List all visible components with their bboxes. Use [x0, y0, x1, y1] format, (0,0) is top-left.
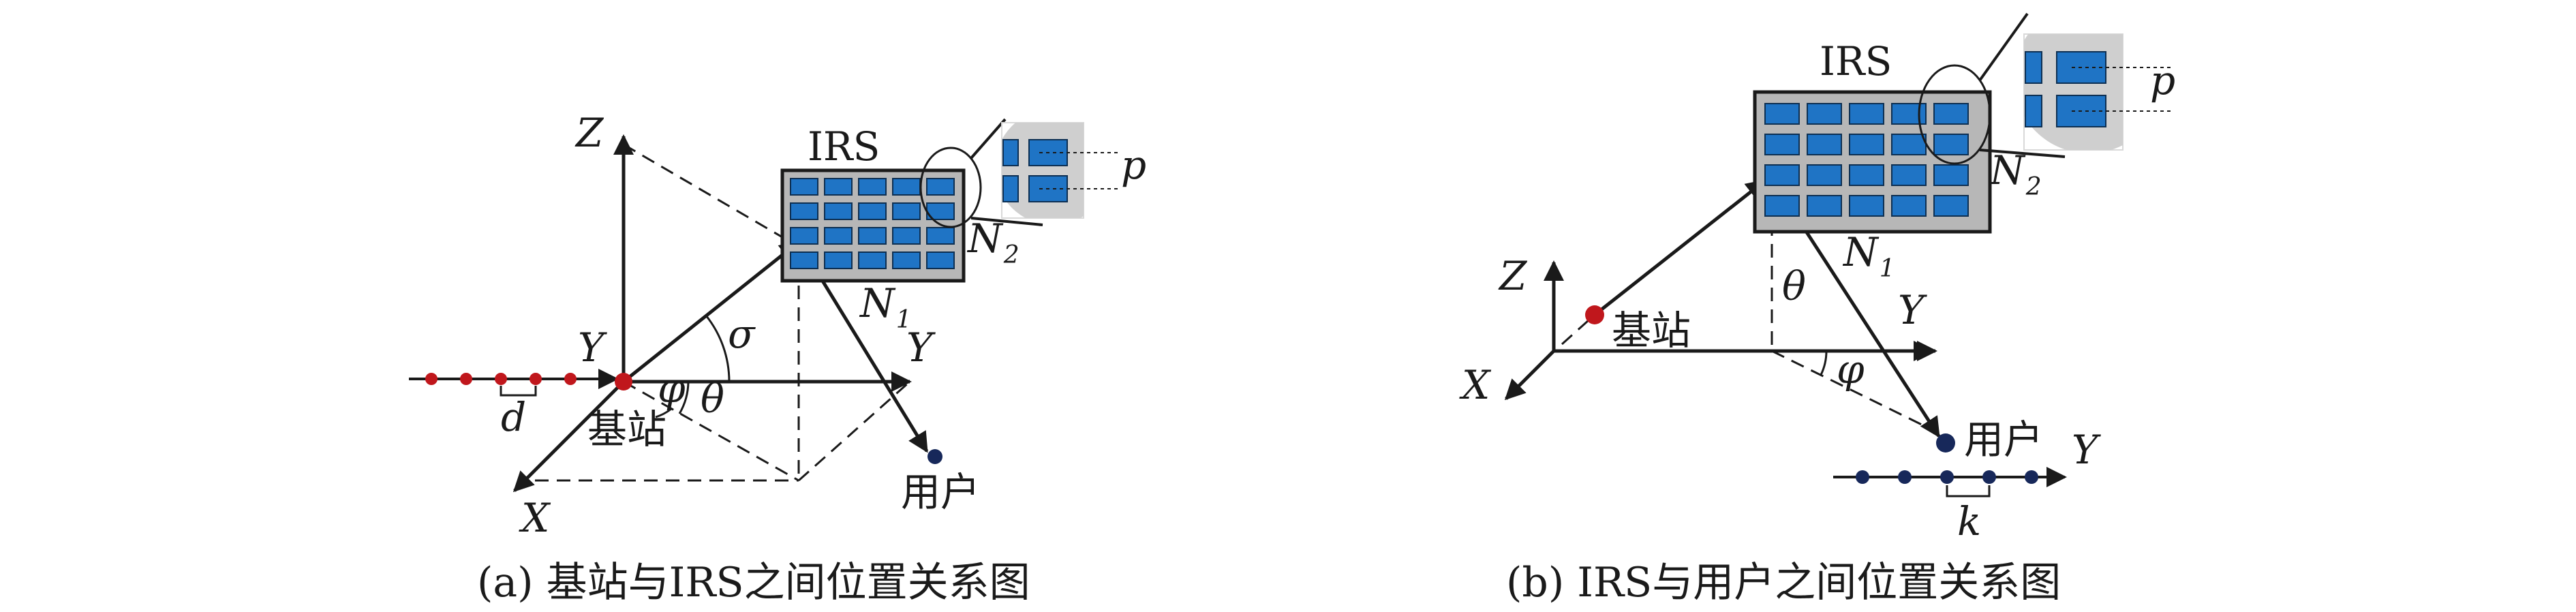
axis-x-line — [512, 380, 625, 493]
base-station-dot-b — [1585, 305, 1604, 324]
zoom-line-bottom-b — [1979, 149, 2066, 158]
panel-b: IRS N2 N1 p θ φ Z X Y Y 基站 用户 k (b) IRS与… — [1459, 12, 2175, 607]
phi-label-b: φ — [1837, 346, 1865, 393]
user-label-a: 用户 — [901, 469, 980, 515]
irs-label-a: IRS — [808, 123, 880, 170]
phi-arc-a — [655, 408, 672, 418]
zoom-line-top-b — [1978, 12, 2029, 82]
zoom-ellipse-a — [919, 147, 982, 228]
antenna-elements — [425, 373, 577, 385]
axis-z-label-b: Z — [1498, 253, 1528, 299]
user-antenna-elements — [1856, 470, 2038, 484]
user-label-b: 用户 — [1964, 416, 2043, 463]
incident-ray-a — [622, 241, 801, 383]
n2-label-a: N2 — [966, 215, 1019, 269]
p-label-b: p — [2150, 57, 2175, 104]
caption-a: (a) 基站与IRS之间位置关系图 — [477, 559, 1030, 607]
irs-cells-b — [1764, 103, 1969, 217]
irs-panel-a — [780, 168, 966, 283]
theta-label-a: θ — [701, 376, 724, 422]
p-label-a: p — [1121, 142, 1146, 188]
theta-arc-a — [678, 381, 690, 414]
sigma-arc — [705, 315, 731, 382]
axis-y-label-right-b: Y — [2072, 427, 2101, 473]
zoom-line-top-a — [970, 118, 1007, 159]
user-dot-a — [927, 449, 942, 464]
caption-b: (b) IRS与用户之间位置关系图 — [1506, 559, 2061, 607]
zoom-inset-a — [1001, 122, 1118, 219]
irs-label-b: IRS — [1820, 38, 1892, 85]
theta-label-b: θ — [1782, 263, 1806, 309]
axis-y-label-mid-b: Y — [1898, 287, 1927, 333]
spacing-bracket-k — [1946, 485, 1991, 498]
axis-y-label-left-a: Y — [578, 324, 607, 371]
spacing-label-d: d — [501, 394, 526, 440]
projection-lines-a — [535, 143, 910, 482]
user-dot-b — [1936, 433, 1955, 453]
panel-a: Z Y Y X IRS N2 N1 p σ θ φ d 基站 用户 (a) 基站… — [409, 110, 1146, 607]
base-station-label-b: 基站 — [1612, 307, 1691, 354]
zoom-line-bottom-a — [970, 217, 1043, 226]
phi-arc-b — [1820, 350, 1828, 376]
irs-cells-a — [790, 178, 955, 269]
base-station-dot-a — [615, 373, 632, 391]
n1-label-a: N1 — [859, 280, 912, 334]
axis-x-line-b — [1504, 350, 1555, 401]
sigma-label: σ — [728, 311, 756, 357]
n2-label-b: N2 — [1989, 147, 2042, 201]
base-station-label-a: 基站 — [587, 406, 666, 453]
axis-y-label-right-a: Y — [906, 324, 936, 371]
phi-label-a: φ — [658, 365, 686, 412]
n1-label-b: N1 — [1842, 229, 1895, 283]
axis-x-label-b: X — [1459, 362, 1492, 408]
zoom-ellipse-b — [1918, 64, 1991, 165]
spacing-label-k: k — [1957, 498, 1981, 545]
axis-z-label-a: Z — [574, 110, 604, 156]
irs-panel-b — [1753, 90, 1992, 234]
zoom-inset-b — [2023, 33, 2171, 151]
spacing-bracket-d — [500, 386, 537, 397]
incident-ray-b — [1593, 179, 1767, 316]
axis-x-label-a: X — [519, 495, 551, 541]
